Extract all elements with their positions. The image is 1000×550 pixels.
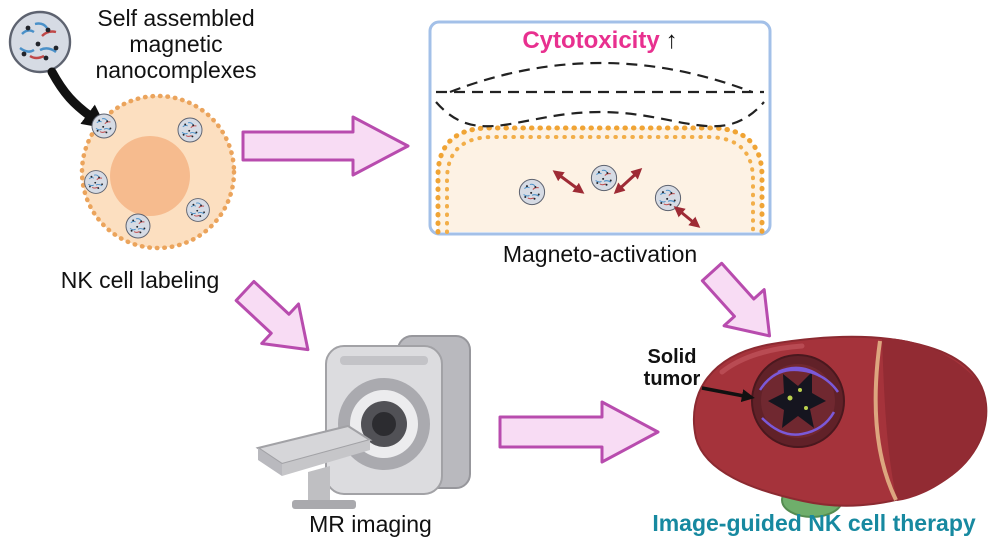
nanocomplex-icon xyxy=(84,170,108,194)
nanocomplex-icon xyxy=(125,213,151,239)
image-guided-therapy-label: Image-guided NK cell therapy xyxy=(652,510,976,536)
solid-tumor-pointer-arrow xyxy=(701,386,755,403)
magneto-activation-label: Magneto-activation xyxy=(502,241,698,267)
red-motion-arrow xyxy=(673,206,701,228)
black-arrow-to-cell xyxy=(47,67,107,129)
nanocomplex-icon xyxy=(91,113,117,139)
nanocomplex-icon xyxy=(654,184,682,212)
red-motion-arrow xyxy=(552,170,585,194)
mr-imaging-label: MR imaging xyxy=(309,511,432,537)
nanocomplex-icon xyxy=(8,10,72,74)
membrane-dots-inner xyxy=(445,135,755,234)
nk-cell-labeling-label: NK cell labeling xyxy=(60,267,220,293)
red-motion-arrow xyxy=(613,167,643,195)
mri-scanner xyxy=(255,335,471,509)
pink-arrow-cell-to-activation xyxy=(241,115,410,177)
liver-lobe-crease xyxy=(873,340,898,501)
liver xyxy=(692,335,988,518)
dashed-synapse-curve xyxy=(435,101,765,128)
cell-nucleus xyxy=(110,136,190,216)
cytotoxicity-label: Cytotoxicity↑ xyxy=(430,27,770,55)
nanocomplex-icon xyxy=(590,164,618,192)
liver-right-lobe xyxy=(882,338,986,501)
dashed-dome xyxy=(449,61,753,94)
tumor xyxy=(751,354,845,448)
cytotoxicity-text: Cytotoxicity xyxy=(522,27,660,54)
pink-arrow-activation-to-liver xyxy=(690,252,792,356)
pink-arrow-mri-to-liver xyxy=(498,400,660,464)
solid-tumor-label: Solid tumor xyxy=(643,346,701,391)
magneto-activation-panel xyxy=(428,20,772,236)
nk-cell xyxy=(79,93,237,251)
nanocomplexes-label: Self assembled magnetic nanocomplexes xyxy=(95,5,257,83)
nanocomplex-icon xyxy=(177,117,203,143)
up-arrow-icon: ↑ xyxy=(665,27,678,54)
nanocomplex-icon xyxy=(186,198,210,222)
membrane-dots-outer xyxy=(435,125,765,235)
nanocomplex-icon xyxy=(518,178,546,206)
